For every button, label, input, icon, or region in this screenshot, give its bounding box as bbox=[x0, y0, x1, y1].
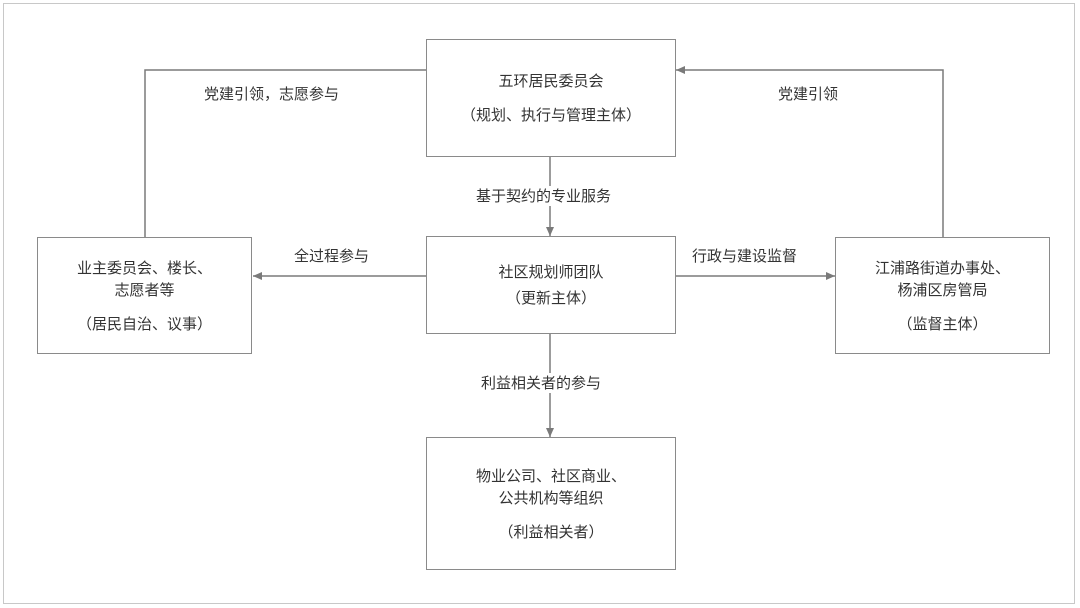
node-street-office-title-2: 杨浦区房管局 bbox=[897, 280, 988, 299]
diagram-frame bbox=[3, 3, 1075, 604]
label-planners-to-owners: 全过程参与 bbox=[292, 246, 372, 266]
node-stakeholders-role: （利益相关者） bbox=[498, 522, 604, 541]
node-community-planners-title: 社区规划师团队 bbox=[498, 263, 604, 281]
node-street-office: 江浦路街道办事处、 杨浦区房管局 （监督主体） bbox=[835, 237, 1050, 354]
edge-office-to-committee bbox=[676, 66, 944, 237]
node-owners-committee: 业主委员会、楼长、 志愿者等 （居民自治、议事） bbox=[37, 237, 252, 354]
label-office-to-committee: 党建引领 bbox=[776, 84, 841, 104]
node-owners-committee-title-1: 业主委员会、楼长、 bbox=[76, 258, 212, 277]
node-street-office-role: （监督主体） bbox=[897, 314, 988, 333]
node-stakeholders-title-2: 公共机构等组织 bbox=[498, 488, 604, 507]
node-owners-committee-title-2: 志愿者等 bbox=[114, 280, 175, 299]
node-owners-committee-role: （居民自治、议事） bbox=[76, 314, 212, 333]
node-residents-committee: 五环居民委员会 （规划、执行与管理主体） bbox=[426, 39, 676, 157]
node-residents-committee-title: 五环居民委员会 bbox=[498, 72, 604, 90]
edge-owners-to-committee bbox=[144, 69, 426, 237]
label-committee-to-planners: 基于契约的专业服务 bbox=[474, 186, 614, 206]
node-community-planners: 社区规划师团队 （更新主体） bbox=[426, 236, 676, 334]
node-community-planners-role: （更新主体） bbox=[505, 289, 596, 307]
node-stakeholders: 物业公司、社区商业、 公共机构等组织 （利益相关者） bbox=[426, 437, 676, 570]
label-planners-to-office: 行政与建设监督 bbox=[690, 246, 800, 266]
node-residents-committee-role: （规划、执行与管理主体） bbox=[460, 106, 641, 124]
label-planners-to-stakeholders: 利益相关者的参与 bbox=[479, 373, 604, 393]
label-owners-to-committee: 党建引领，志愿参与 bbox=[202, 84, 342, 104]
node-stakeholders-title-1: 物业公司、社区商业、 bbox=[475, 466, 626, 485]
node-street-office-title-1: 江浦路街道办事处、 bbox=[874, 258, 1010, 277]
